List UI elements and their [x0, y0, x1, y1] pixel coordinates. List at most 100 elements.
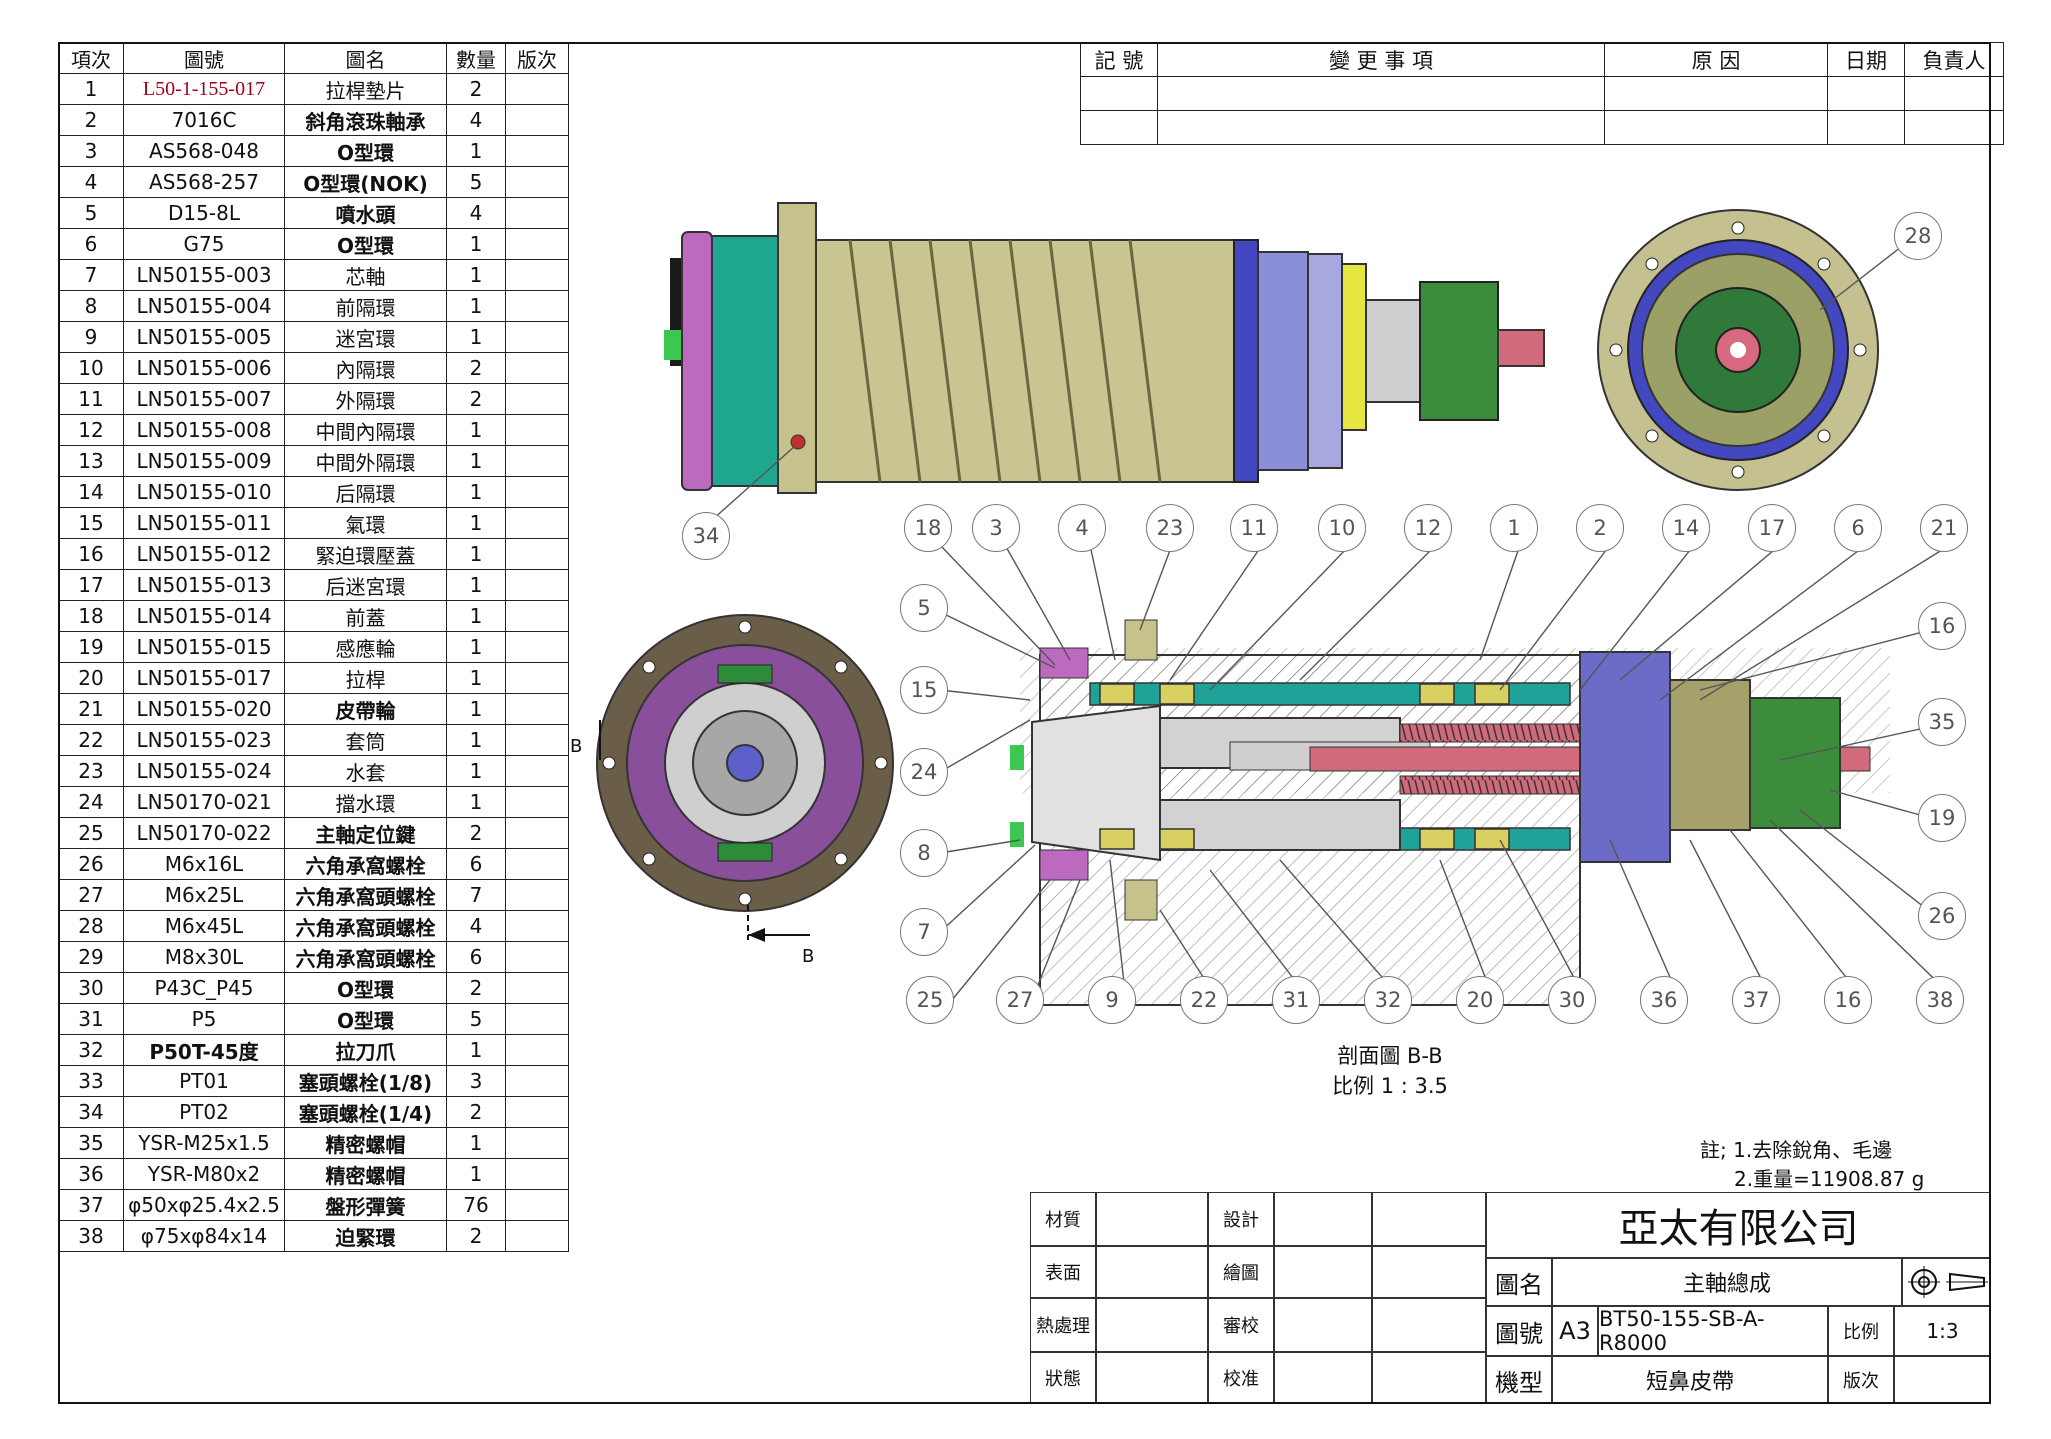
- tb-size: A3: [1552, 1306, 1598, 1356]
- balloon: 31: [1272, 976, 1320, 1024]
- balloon: 18: [904, 504, 952, 552]
- bom-cell: M6x16L: [123, 848, 285, 880]
- bom-cell: 6: [58, 228, 124, 260]
- bom-cell: 38: [58, 1220, 124, 1252]
- bom-cell: 5: [446, 166, 506, 198]
- bom-cell: [505, 135, 569, 167]
- bom-cell: LN50155-009: [123, 445, 285, 477]
- bom-cell: LN50155-008: [123, 414, 285, 446]
- tb-design-value: [1274, 1192, 1372, 1246]
- balloon: 36: [1640, 976, 1688, 1024]
- bom-cell: 16: [58, 538, 124, 570]
- balloon: 27: [996, 976, 1044, 1024]
- bom-cell: 33: [58, 1065, 124, 1097]
- tb-material-label: 材質: [1030, 1192, 1096, 1246]
- bom-cell: 25: [58, 817, 124, 849]
- balloon: 22: [1180, 976, 1228, 1024]
- bom-cell: 2: [446, 972, 506, 1004]
- spindle-end-view: [1597, 209, 1879, 491]
- balloon: 20: [1456, 976, 1504, 1024]
- balloon: 26: [1918, 892, 1966, 940]
- bom-cell: [505, 445, 569, 477]
- balloon: 38: [1916, 976, 1964, 1024]
- balloon: 5: [900, 584, 948, 632]
- bom-cell: [505, 73, 569, 105]
- balloon: 12: [1404, 504, 1452, 552]
- spindle-side-view: [664, 202, 1545, 494]
- bom-cell: LN50155-012: [123, 538, 285, 570]
- section-caption-title: 剖面圖 B-B: [1337, 1044, 1443, 1068]
- tb-surface-value: [1096, 1246, 1208, 1298]
- bom-cell: LN50155-007: [123, 383, 285, 415]
- balloon: 10: [1318, 504, 1366, 552]
- tb-design-date: [1372, 1192, 1486, 1246]
- bom-cell: 2: [58, 104, 124, 136]
- bom-cell: 斜角滾珠軸承: [284, 104, 447, 136]
- bom-cell: 24: [58, 786, 124, 818]
- balloon: 8: [900, 829, 948, 877]
- balloon: 32: [1364, 976, 1412, 1024]
- rev-col-owner: 負責人: [1904, 42, 2004, 77]
- tb-scale-label: 比例: [1828, 1306, 1894, 1356]
- bom-cell: 15: [58, 507, 124, 539]
- bom-cell: 21: [58, 693, 124, 725]
- balloon: 1: [1490, 504, 1538, 552]
- bom-cell: [505, 1220, 569, 1252]
- balloon: 15: [900, 666, 948, 714]
- balloon: 7: [900, 908, 948, 956]
- bom-cell: AS568-257: [123, 166, 285, 198]
- bom-cell: 2: [446, 383, 506, 415]
- bom-cell: 精密螺帽: [284, 1158, 447, 1190]
- bom-cell: 六角承窩頭螺栓: [284, 941, 447, 973]
- revision-table: 記 號 變 更 事 項 原 因 日期 負責人: [1080, 42, 2004, 145]
- section-mark-b-bottom: B: [802, 946, 815, 967]
- tb-no-label: 圖號: [1486, 1306, 1552, 1356]
- bom-cell: 盤形彈簧: [284, 1189, 447, 1221]
- bom-cell: LN50155-010: [123, 476, 285, 508]
- bom-header-1: 圖號: [123, 42, 285, 74]
- bom-cell: M6x25L: [123, 879, 285, 911]
- bom-cell: PT01: [123, 1065, 285, 1097]
- section-b-b: [1010, 619, 1890, 1006]
- bom-cell: 1: [446, 259, 506, 291]
- rev-col-reason: 原 因: [1604, 42, 1828, 77]
- notes: 註; 1.去除銳角、毛邊 2.重量=11908.87 g: [1700, 1134, 1924, 1192]
- bom-cell: 塞頭螺栓(1/4): [284, 1096, 447, 1128]
- balloon: 24: [900, 748, 948, 796]
- balloon: 4: [1058, 504, 1106, 552]
- bom-cell: [505, 786, 569, 818]
- projection-icon: [1907, 1266, 1988, 1298]
- balloon: 17: [1748, 504, 1796, 552]
- bom-cell: LN50155-005: [123, 321, 285, 353]
- bom-cell: [505, 352, 569, 384]
- bom-cell: O型環: [284, 972, 447, 1004]
- bom-cell: 塞頭螺栓(1/8): [284, 1065, 447, 1097]
- bom-cell: LN50155-011: [123, 507, 285, 539]
- rev-col-change: 變 更 事 項: [1157, 42, 1605, 77]
- bom-cell: 2: [446, 817, 506, 849]
- tb-material-value: [1096, 1192, 1208, 1246]
- bom-cell: AS568-048: [123, 135, 285, 167]
- bom-cell: 1: [446, 290, 506, 322]
- bom-cell: 1: [446, 1034, 506, 1066]
- bom-cell: 35: [58, 1127, 124, 1159]
- revision-header-row: 記 號 變 更 事 項 原 因 日期 負責人: [1080, 42, 2004, 77]
- bom-cell: [505, 631, 569, 663]
